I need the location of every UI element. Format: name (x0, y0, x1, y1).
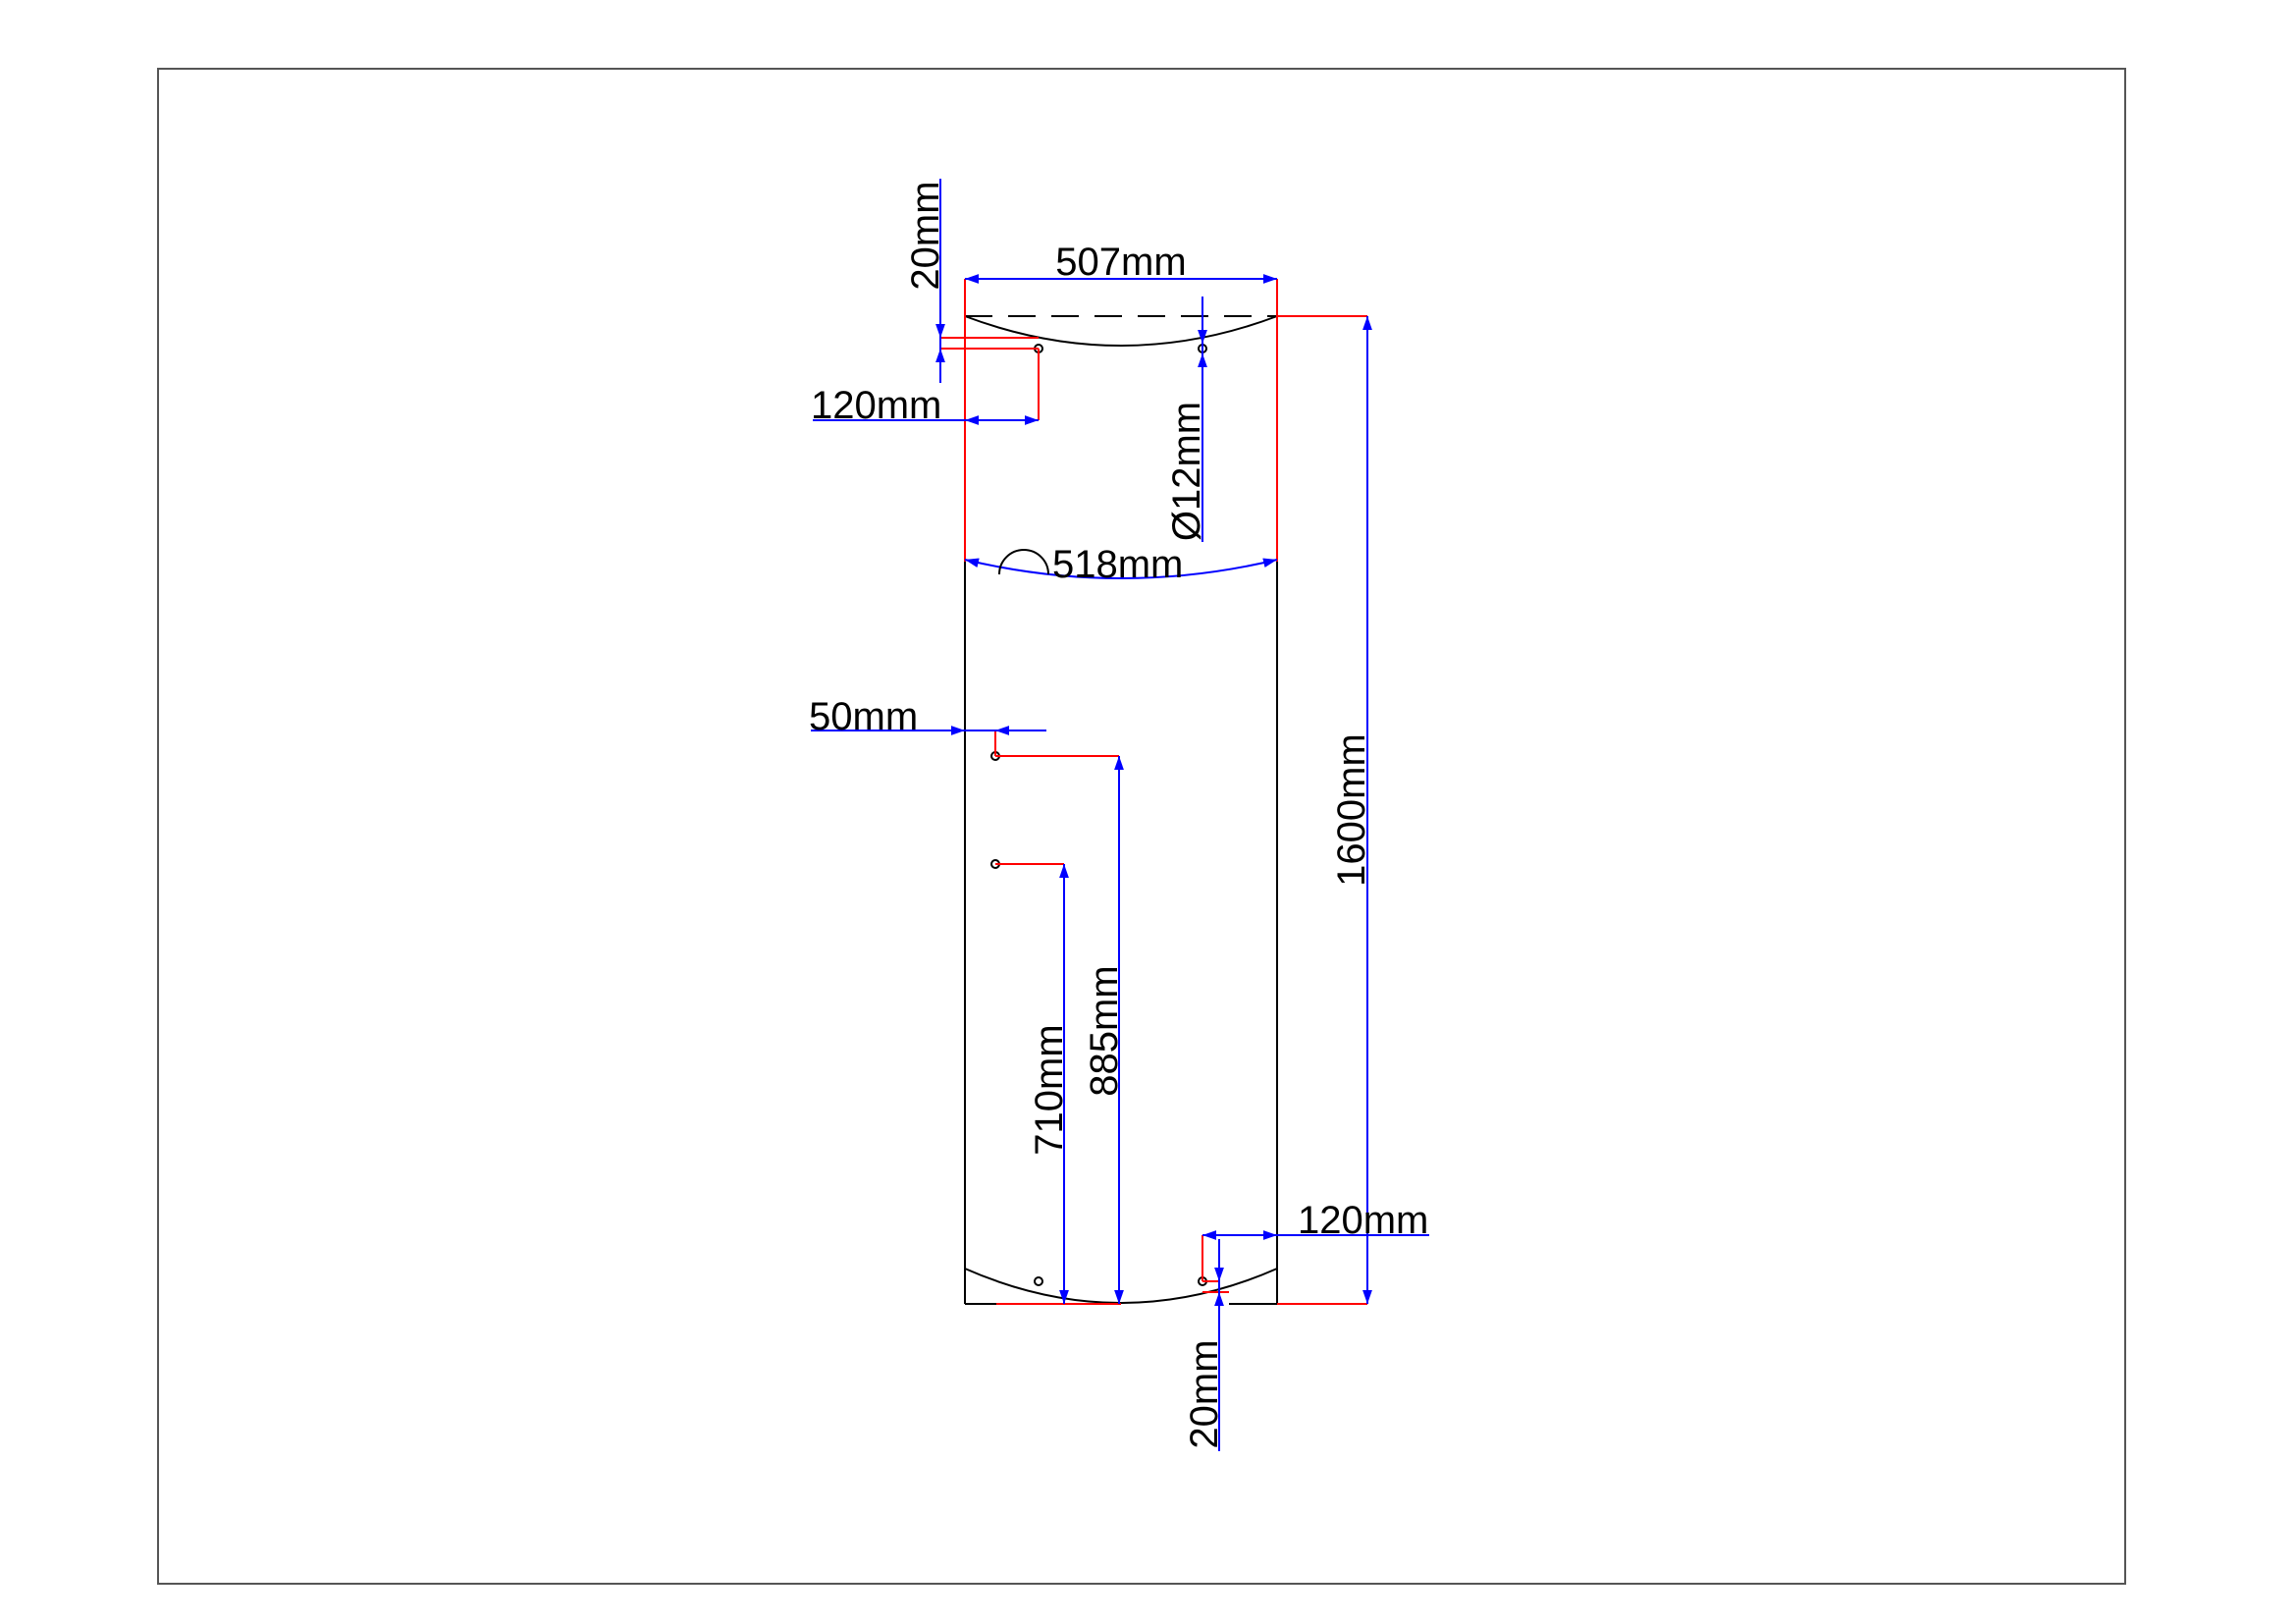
bottom-curve (964, 1268, 1278, 1304)
top-curve (964, 315, 1278, 347)
hole-bottom-left (1034, 1276, 1043, 1286)
label-upper-hole-height: 885mm (1083, 965, 1126, 1096)
arc-symbol (998, 549, 1049, 575)
label-total-height: 1600mm (1330, 733, 1373, 887)
label-top-width: 507mm (1055, 241, 1186, 284)
dim-line-arc-length (964, 558, 1278, 579)
label-top-offset: 20mm (904, 181, 947, 290)
label-arc-length: 518mm (1052, 543, 1183, 586)
label-lower-hole-height: 710mm (1028, 1024, 1071, 1155)
label-hole-diameter: Ø12mm (1165, 402, 1208, 541)
drawing-frame (157, 68, 2126, 1585)
dimension-lines (811, 179, 1429, 1451)
label-side-hole-inset: 50mm (809, 695, 918, 738)
extension-lines (940, 279, 1367, 1305)
panel-outline (964, 315, 1278, 1305)
label-bottom-hole-inset: 120mm (1298, 1199, 1428, 1242)
label-bottom-offset: 20mm (1183, 1339, 1226, 1448)
label-top-hole-inset: 120mm (811, 384, 941, 427)
